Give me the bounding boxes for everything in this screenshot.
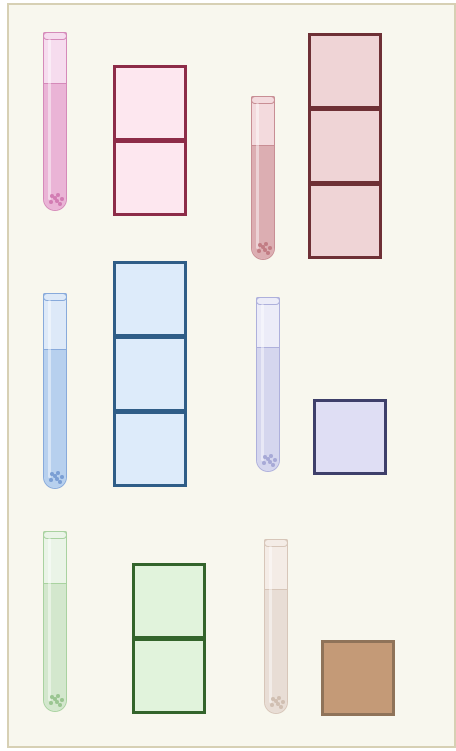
- tube-highlight: [48, 300, 51, 478]
- tube-sediment: [44, 470, 66, 484]
- tube-lip: [251, 96, 275, 104]
- block-unit[interactable]: [113, 140, 187, 216]
- test-tube-beige[interactable]: [264, 539, 288, 714]
- tube-lip: [43, 293, 67, 301]
- tube-sediment: [252, 241, 274, 255]
- test-tube-pink[interactable]: [43, 32, 67, 211]
- tube-sediment: [257, 453, 279, 467]
- block-unit[interactable]: [308, 183, 382, 259]
- tube-highlight: [261, 304, 264, 461]
- block-unit[interactable]: [132, 563, 206, 639]
- test-tube-rose[interactable]: [251, 96, 275, 260]
- test-tube-blue[interactable]: [43, 293, 67, 489]
- tube-sediment: [265, 695, 287, 709]
- tube-highlight: [48, 39, 51, 200]
- tube-lip: [264, 539, 288, 547]
- block-unit[interactable]: [313, 399, 387, 475]
- block-unit[interactable]: [132, 638, 206, 714]
- block-unit[interactable]: [113, 411, 187, 487]
- tube-sediment: [44, 693, 66, 707]
- tube-sediment: [44, 192, 66, 206]
- block-stack-beige: [321, 640, 395, 716]
- test-tube-lavender[interactable]: [256, 297, 280, 472]
- block-unit[interactable]: [321, 640, 395, 716]
- tube-lip: [256, 297, 280, 305]
- tube-lip: [43, 531, 67, 539]
- block-unit[interactable]: [308, 108, 382, 184]
- tube-highlight: [256, 103, 259, 249]
- tube-highlight: [269, 546, 272, 703]
- block-stack-blue: [113, 261, 187, 487]
- block-stack-green: [132, 563, 206, 714]
- block-unit[interactable]: [113, 261, 187, 337]
- block-stack-pink: [113, 65, 187, 216]
- workspace-board: [7, 3, 456, 748]
- block-unit[interactable]: [308, 33, 382, 109]
- block-unit[interactable]: [113, 336, 187, 412]
- block-stack-lavender: [313, 399, 387, 475]
- tube-lip: [43, 32, 67, 40]
- test-tube-green[interactable]: [43, 531, 67, 712]
- tube-highlight: [48, 538, 51, 701]
- block-stack-rose: [308, 33, 382, 259]
- block-unit[interactable]: [113, 65, 187, 141]
